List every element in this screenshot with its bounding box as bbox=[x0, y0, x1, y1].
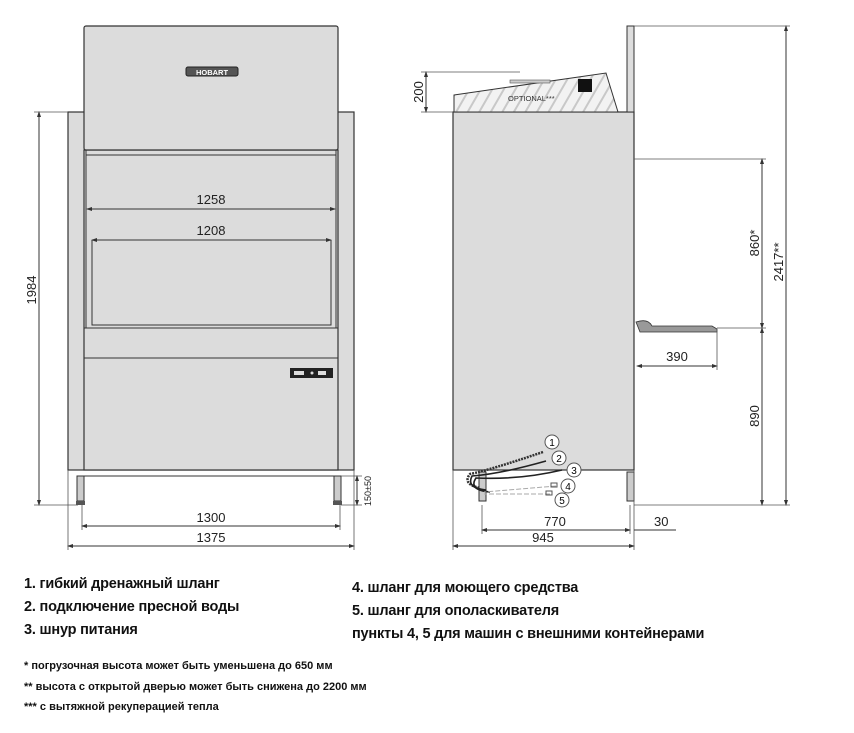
door-panel bbox=[626, 25, 635, 113]
optional-label: OPTIONAL*** bbox=[508, 94, 555, 103]
dim-1208: 1208 bbox=[197, 223, 226, 238]
dim-150: 150±50 bbox=[363, 476, 373, 506]
raised-hood bbox=[83, 25, 339, 151]
hoses bbox=[466, 450, 563, 496]
legend-note-external: пункты 4, 5 для машин с внешними контейн… bbox=[352, 626, 705, 642]
callout-1: 1 bbox=[544, 434, 560, 450]
svg-text:HOBART: HOBART bbox=[196, 68, 228, 77]
dim-200: 200 bbox=[411, 81, 426, 103]
footnote-1: * погрузочная высота может быть уменьшен… bbox=[24, 660, 333, 672]
svg-text:5: 5 bbox=[559, 496, 565, 507]
callout-5: 5 bbox=[554, 492, 570, 508]
loading-table bbox=[635, 320, 718, 333]
legend-item-4: 4. шланг для моющего средства bbox=[352, 580, 579, 596]
legend-item-3: 3. шнур питания bbox=[24, 622, 138, 638]
machine-body bbox=[83, 149, 339, 471]
svg-text:1: 1 bbox=[549, 438, 555, 449]
hobart-logo: HOBART bbox=[185, 66, 239, 77]
callout-2: 2 bbox=[551, 450, 567, 466]
legend-item-1: 1. гибкий дренажный шланг bbox=[24, 576, 220, 592]
dim-2417: 2417** bbox=[771, 242, 786, 281]
dim-1258: 1258 bbox=[197, 192, 226, 207]
dim-770: 770 bbox=[544, 514, 566, 529]
svg-text:2: 2 bbox=[556, 454, 562, 465]
machine-side-body bbox=[452, 111, 635, 471]
dim-390: 390 bbox=[666, 349, 688, 364]
dim-1375: 1375 bbox=[197, 530, 226, 545]
dim-1300: 1300 bbox=[197, 510, 226, 525]
footnote-2: ** высота с открытой дверью может быть с… bbox=[24, 681, 367, 693]
side-view: OPTIONAL*** 200 390 860* 890 2417** 1 bbox=[411, 25, 790, 550]
callout-4: 4 bbox=[560, 478, 576, 494]
front-view: HOBART 1258 1208 1984 150±50 1300 1375 bbox=[24, 25, 373, 550]
dim-30: 30 bbox=[654, 514, 668, 529]
optional-heat-recovery bbox=[453, 72, 619, 113]
control-panel[interactable] bbox=[290, 368, 333, 378]
dim-945: 945 bbox=[532, 530, 554, 545]
legend-item-5: 5. шланг для ополаскивателя bbox=[352, 603, 560, 619]
dim-860: 860* bbox=[747, 230, 762, 257]
dim-890: 890 bbox=[747, 405, 762, 427]
footnote-3: *** с вытяжной рекуперацией тепла bbox=[24, 701, 219, 713]
dim-1984: 1984 bbox=[24, 276, 39, 305]
legend-item-2: 2. подключение пресной воды bbox=[24, 599, 240, 615]
callout-3: 3 bbox=[566, 462, 582, 478]
svg-text:3: 3 bbox=[571, 466, 577, 477]
svg-text:4: 4 bbox=[565, 482, 571, 493]
